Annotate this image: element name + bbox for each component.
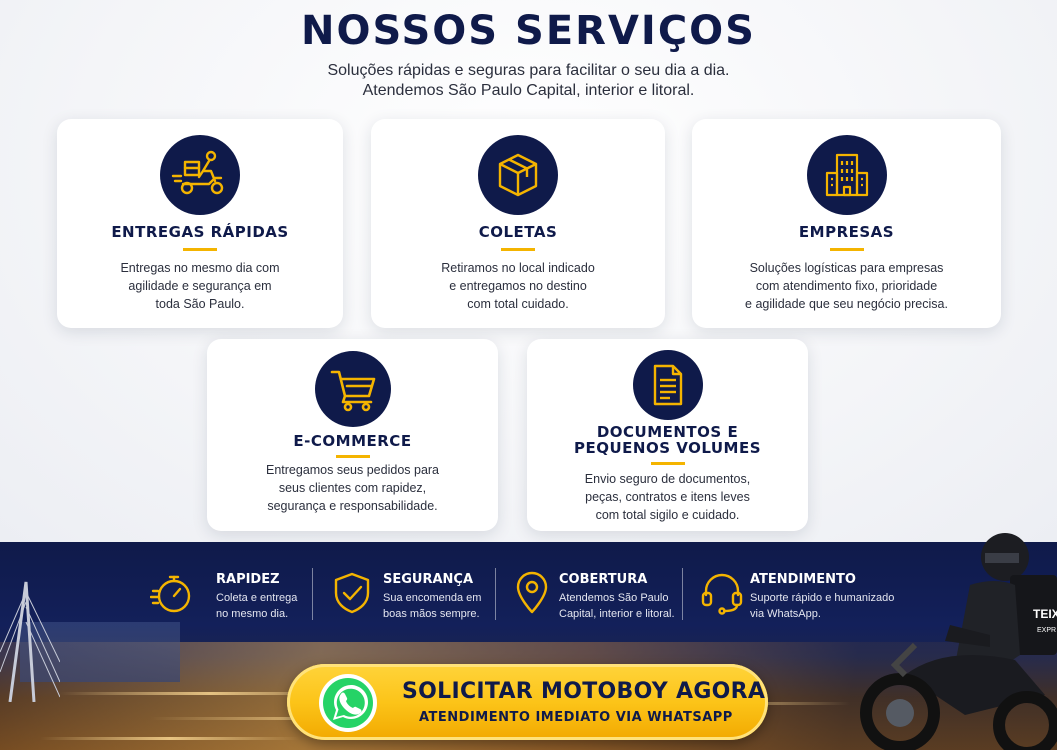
box-icon: [478, 135, 558, 215]
service-description: Retiramos no local indicado e entregamos…: [441, 261, 595, 311]
service-description: Soluções logísticas para empresas com at…: [745, 261, 948, 311]
location-pin-icon: [516, 571, 548, 614]
page-subtitle-line2: Atendemos São Paulo Capital, interior e …: [362, 82, 695, 99]
service-card-entregas-rapidas[interactable]: ENTREGAS RÁPIDAS Entregas no mesmo dia c…: [57, 119, 343, 328]
page-title: NOSSOS SERVIÇOS: [301, 8, 756, 54]
service-title: E-COMMERCE: [293, 432, 412, 450]
document-icon: [632, 350, 703, 420]
feature-divider: [312, 568, 313, 620]
service-description: Envio seguro de documentos, peças, contr…: [584, 472, 751, 522]
title-underline: [501, 248, 535, 251]
title-underline: [650, 462, 685, 465]
shopping-cart-icon: [314, 351, 391, 427]
feature-rapidez: RAPIDEZ Coleta e entrega no mesmo dia.: [150, 565, 310, 635]
service-title: EMPRESAS: [798, 223, 895, 241]
motoboy-rider-illustration: TEIX EXPR: [860, 533, 1057, 750]
service-card-empresas[interactable]: EMPRESAS Soluções logísticas para empres…: [692, 119, 1001, 328]
cta-subtitle: ATENDIMENTO IMEDIATO VIA WHATSAPP: [419, 710, 733, 725]
cta-title: SOLICITAR MOTOBOY AGORA: [402, 679, 766, 704]
feature-atendimento: ATENDIMENTO Suporte rápido e humanizado …: [700, 565, 900, 635]
scooter-delivery-icon: [160, 135, 240, 215]
solicitar-motoboy-button[interactable]: SOLICITAR MOTOBOY AGORA ATENDIMENTO IMED…: [287, 664, 768, 740]
svg-text:EXPR: EXPR: [1037, 627, 1056, 634]
feature-divider: [682, 568, 683, 620]
feature-seguranca: SEGURANÇA Sua encomenda em boas mãos sem…: [330, 565, 500, 635]
service-description: Entregas no mesmo dia com agilidade e se…: [120, 261, 280, 311]
page-subtitle-line1: Soluções rápidas e seguras para facilita…: [327, 62, 730, 79]
title-underline: [829, 248, 864, 251]
shield-check-icon: [334, 572, 370, 614]
service-card-ecommerce[interactable]: E-COMMERCE Entregamos seus pedidos para …: [207, 339, 498, 531]
title-underline: [183, 248, 217, 251]
whatsapp-icon: [319, 674, 377, 732]
service-title: COLETAS: [478, 223, 558, 241]
title-underline: [335, 455, 370, 458]
feature-cobertura: COBERTURA Atendemos São Paulo Capital, i…: [510, 565, 680, 635]
stopwatch-icon: [150, 575, 191, 613]
feature-divider: [495, 568, 496, 620]
building-icon: [806, 135, 887, 215]
service-card-documentos[interactable]: DOCUMENTOS E PEQUENOS VOLUMES Envio segu…: [527, 339, 808, 531]
svg-text:TEIX: TEIX: [1033, 607, 1057, 621]
service-card-coletas[interactable]: COLETAS Retiramos no local indicado e en…: [371, 119, 665, 328]
service-description: Entregamos seus pedidos para seus client…: [265, 463, 440, 513]
headset-icon: [701, 573, 743, 615]
service-title: DOCUMENTOS E PEQUENOS VOLUMES: [573, 423, 762, 457]
bridge-illustration: [0, 581, 60, 702]
service-title: ENTREGAS RÁPIDAS: [111, 223, 289, 241]
